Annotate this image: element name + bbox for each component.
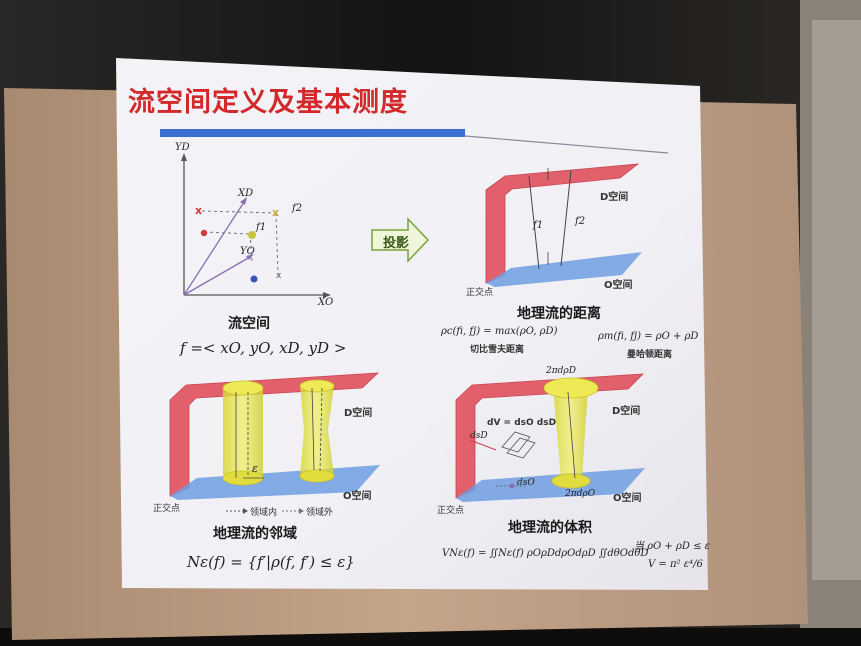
epsilon-label: ε [252, 462, 258, 475]
slide [116, 58, 708, 590]
flow-space-caption: 流空间 [228, 316, 270, 332]
projection-arrow [371, 217, 430, 263]
chebyshev-note: 切比雪夫距离 [470, 345, 525, 355]
distance-f2-label: f2 [575, 216, 586, 227]
distance-origin-label: 正交点 [466, 288, 494, 298]
svg-text:x: x [195, 204, 202, 217]
distance-f1-label: f1 [533, 220, 544, 231]
svg-text:x: x [276, 271, 282, 281]
axis-xo-label: XO [318, 297, 334, 308]
volume-d-space-label: D空间 [612, 406, 641, 417]
distance-d-space-label: D空间 [600, 192, 629, 203]
flow-f1-label: f1 [256, 222, 267, 233]
legend-inside: 领域内 [250, 508, 278, 518]
distance-o-space-label: O空间 [604, 280, 633, 291]
flow-space-formula: f =< xO, yO, xD, yD > [180, 339, 347, 357]
projection-label: 投影 [383, 236, 410, 251]
volume-condition: 当 ρO + ρD ≤ ε [634, 541, 710, 552]
axis-xd-label: XD [238, 188, 254, 199]
manhattan-formula: ρm(fi, fj) = ρO + ρD [598, 331, 699, 342]
svg-text:x: x [272, 206, 279, 219]
flow-f2-label: f2 [292, 203, 303, 214]
volume-caption: 地理流的体积 [508, 520, 592, 536]
title-bar-blue [160, 129, 465, 137]
volume-integral-formula: VNε(f) = ∬Nε(f) ρOρDdρOdρD ∬dθOdθD [442, 548, 649, 559]
panel-distance [485, 163, 642, 287]
slide-title: 流空间定义及基本测度 [128, 87, 408, 118]
volume-dsd-label: dsD [470, 431, 488, 441]
right-wall-panel [812, 20, 861, 580]
panel-volume [455, 373, 645, 502]
neighborhood-caption: 地理流的邻域 [213, 526, 297, 542]
chebyshev-formula: ρc(fi, fj) = max(ρO, ρD) [441, 326, 558, 337]
volume-origin-label: 正交点 [437, 506, 465, 516]
volume-dv-label: dV = dsO dsD [487, 418, 557, 428]
neighborhood-d-space-label: D空间 [344, 408, 373, 419]
volume-o-space-label: O空间 [613, 493, 642, 504]
title-bar-line [464, 135, 669, 154]
axis-yo-label: YO [240, 246, 255, 257]
distance-caption: 地理流的距离 [517, 306, 601, 322]
neighborhood-o-space-label: O空间 [343, 491, 372, 502]
volume-result: V = π² ε⁴/6 [648, 559, 703, 570]
axis-yd-label: YD [175, 142, 190, 153]
neighborhood-formula: Nε(f) = {f′|ρ(f, f′) ≤ ε} [187, 553, 355, 571]
panel-neighborhood [169, 372, 380, 514]
volume-top-ring-label: 2πdρD [546, 366, 576, 376]
panel-flow-space: x x x [181, 153, 331, 298]
neighborhood-origin-label: 正交点 [153, 504, 181, 514]
manhattan-note: 曼哈顿距离 [627, 350, 673, 360]
volume-dso-label: dsO [517, 478, 535, 488]
volume-bottom-ring-label: 2πdρO [565, 489, 596, 499]
legend-outside: 领域外 [306, 508, 334, 518]
